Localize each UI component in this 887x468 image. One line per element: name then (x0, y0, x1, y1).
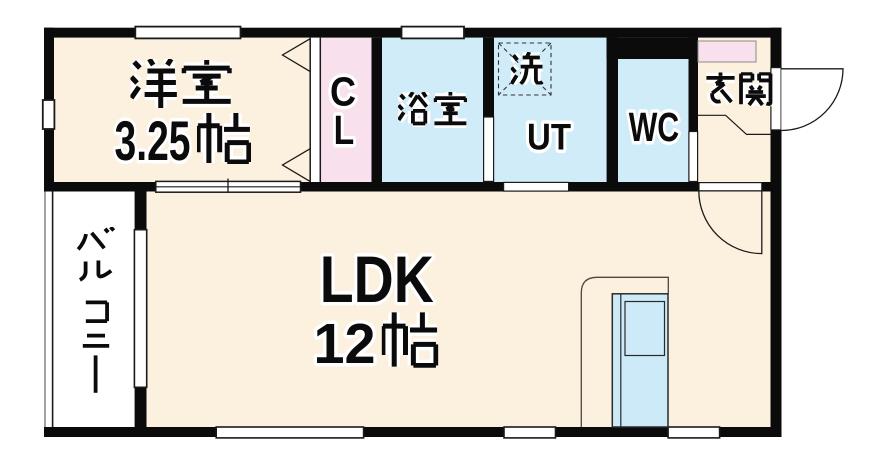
svg-text:UT: UT (527, 116, 571, 158)
svg-text:LDK: LDK (320, 242, 434, 316)
svg-text:3.25: 3.25 (115, 109, 191, 172)
svg-text:WC: WC (629, 104, 680, 150)
svg-text:12: 12 (314, 312, 376, 376)
svg-text:L: L (334, 107, 355, 153)
svg-text:C: C (330, 68, 356, 114)
